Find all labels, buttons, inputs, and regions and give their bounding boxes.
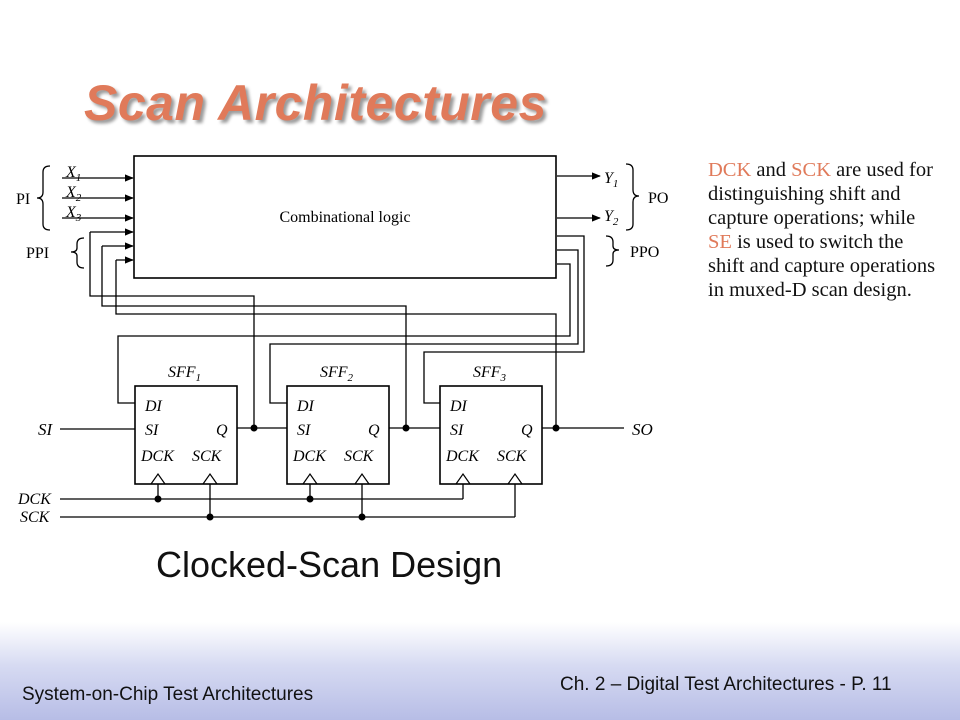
ppo-label: PPO (630, 244, 659, 261)
sff-name: SFF1 (168, 364, 201, 384)
note-mid: are used for distinguishing shift and ca… (708, 159, 933, 229)
combinational-logic-label: Combinational logic (279, 209, 410, 226)
sff-q-pin: Q (216, 422, 228, 439)
sff-di-pin: DI (144, 398, 163, 415)
junction-dot (206, 513, 214, 521)
slide-title: Scan Architectures (84, 75, 547, 131)
diagram-caption: Clocked-Scan Design (156, 544, 503, 585)
sff-si-pin: SI (450, 422, 464, 439)
sff-sck-pin: SCK (192, 448, 223, 465)
scan-flip-flop-1: SFF1 DI SI Q DCK SCK (134, 364, 238, 485)
clocked-scan-diagram: Combinational logic X1 X2 X3 PI PPI Y1 Y… (16, 155, 668, 526)
junction-dot (154, 495, 162, 503)
sff-dck-pin: DCK (140, 448, 175, 465)
junction-dot (358, 513, 366, 521)
output-y2-label: Y2 (604, 208, 619, 228)
footer-chapter-page: Ch. 2 – Digital Test Architectures - P. … (560, 674, 892, 695)
primary-outputs (557, 163, 640, 267)
sff-di-pin: DI (296, 398, 315, 415)
feedback-wires (89, 232, 585, 428)
si-label: SI (38, 420, 54, 439)
sff-q-pin: Q (521, 422, 533, 439)
input-x2-label: X2 (65, 184, 82, 204)
junction-dot (552, 424, 560, 432)
sff-name: SFF3 (473, 364, 507, 384)
junction-dot (402, 424, 410, 432)
sff-q-pin: Q (368, 422, 380, 439)
sff-si-pin: SI (297, 422, 311, 439)
sff-dck-pin: DCK (292, 448, 327, 465)
sff-di-pin: DI (449, 398, 468, 415)
sff-si-pin: SI (145, 422, 159, 439)
note-dck: DCK (708, 159, 752, 181)
sff-sck-pin: SCK (344, 448, 375, 465)
output-y1-label: Y1 (604, 170, 618, 190)
junction-dot (306, 495, 314, 503)
note-and: and (751, 159, 792, 181)
input-x1-label: X1 (65, 164, 81, 184)
sck-line-label: SCK (20, 509, 51, 526)
dck-line-label: DCK (17, 491, 52, 508)
po-label: PO (648, 190, 668, 207)
note-end: is used to switch the shift and capture … (708, 231, 936, 301)
primary-inputs (36, 165, 134, 231)
clock-lines (60, 484, 516, 518)
sff-dck-pin: DCK (445, 448, 480, 465)
footer-bar (0, 622, 960, 720)
note-se: SE (708, 231, 732, 253)
explanation-note: DCK and SCK are used for distinguishing … (708, 158, 944, 302)
pseudo-primary-inputs (70, 228, 134, 269)
pi-label: PI (16, 191, 30, 208)
junction-dot (250, 424, 258, 432)
so-label: SO (632, 420, 653, 439)
sff-sck-pin: SCK (497, 448, 528, 465)
combinational-logic-block (133, 155, 557, 279)
input-x3-label: X3 (65, 204, 82, 224)
scan-flip-flop-3: SFF3 DI SI Q DCK SCK (439, 364, 543, 485)
footer-course-title: System-on-Chip Test Architectures (22, 684, 314, 705)
sff-name: SFF2 (320, 364, 354, 384)
ppi-label: PPI (26, 245, 49, 262)
scan-flip-flop-2: SFF2 DI SI Q DCK SCK (286, 364, 390, 485)
note-sck: SCK (791, 159, 832, 181)
